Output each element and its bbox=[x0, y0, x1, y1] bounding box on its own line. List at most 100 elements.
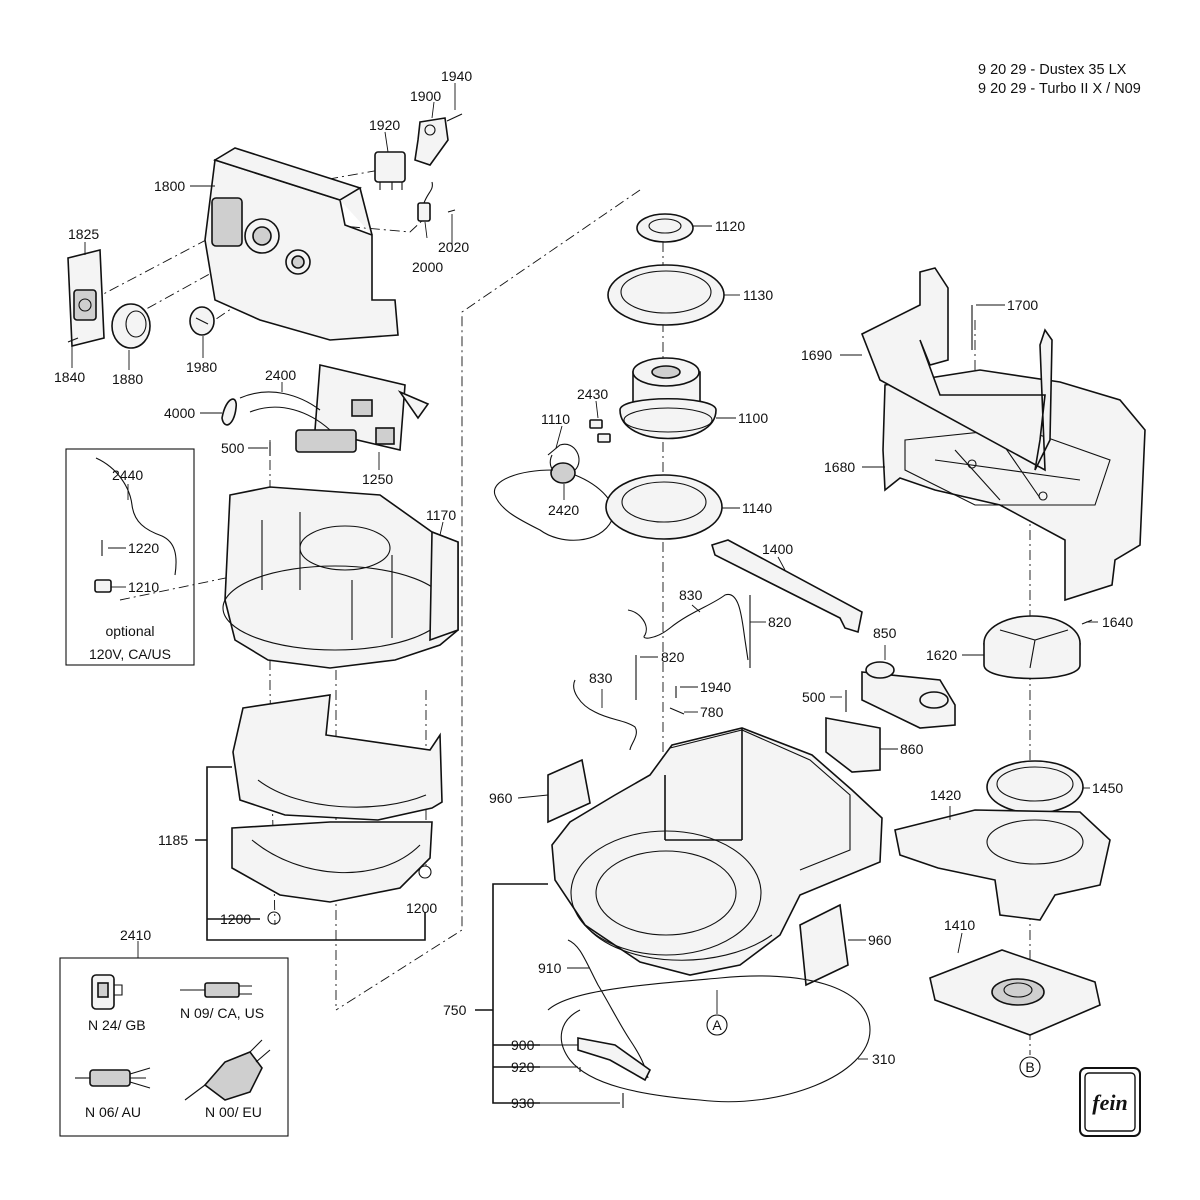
motor-1100[interactable] bbox=[619, 357, 717, 440]
callout-1410: 1410 bbox=[944, 917, 975, 933]
brand-logo-text: fein bbox=[1092, 1090, 1127, 1115]
gasket-set-1185[interactable] bbox=[231, 694, 443, 925]
tank-housing-750[interactable] bbox=[551, 727, 883, 976]
base-plate-1410[interactable] bbox=[929, 949, 1101, 1036]
motor-ring-1130[interactable] bbox=[607, 264, 725, 326]
callout-1920: 1920 bbox=[369, 117, 400, 133]
screw-2020[interactable] bbox=[447, 209, 456, 213]
brand-logo: fein bbox=[1079, 1067, 1141, 1137]
wire-830-upper[interactable] bbox=[627, 594, 749, 661]
callout-1825: 1825 bbox=[68, 226, 99, 242]
callout-830-lower: 830 bbox=[589, 670, 613, 686]
filter-cover-1620[interactable] bbox=[983, 615, 1081, 680]
socket-flap-1825[interactable] bbox=[67, 248, 105, 348]
screw-1840[interactable] bbox=[67, 337, 79, 343]
knob-1880[interactable] bbox=[111, 303, 151, 349]
callout-1140: 1140 bbox=[742, 500, 772, 516]
callout-1210: 1210 bbox=[128, 579, 159, 595]
sensor-2000[interactable] bbox=[417, 181, 433, 222]
callout-2400: 2400 bbox=[265, 367, 296, 383]
plug-eu-label: N 00/ EU bbox=[205, 1104, 262, 1120]
callout-850: 850 bbox=[873, 625, 897, 641]
callout-780: 780 bbox=[700, 704, 724, 720]
callout-1130: 1130 bbox=[743, 287, 773, 303]
clamp-780[interactable] bbox=[669, 707, 685, 715]
control-board-1250[interactable] bbox=[295, 364, 430, 453]
callout-900: 900 bbox=[511, 1037, 535, 1053]
control-panel-cover-1800[interactable] bbox=[204, 147, 399, 341]
seal-ring-1450[interactable] bbox=[986, 760, 1084, 814]
cable-310[interactable] bbox=[547, 975, 871, 1103]
callout-930: 930 bbox=[511, 1095, 535, 1111]
bracket-750 bbox=[492, 883, 548, 1104]
bracket-900[interactable] bbox=[577, 1037, 652, 1082]
callout-310: 310 bbox=[872, 1051, 896, 1067]
callout-2000: 2000 bbox=[412, 259, 443, 275]
callout-2430: 2430 bbox=[577, 386, 608, 402]
terminal-1210[interactable] bbox=[94, 579, 112, 593]
plug-au[interactable] bbox=[75, 1067, 151, 1089]
callout-820-left: 820 bbox=[661, 649, 685, 665]
plug-gb[interactable] bbox=[91, 974, 123, 1010]
bracket-1185-leaders bbox=[195, 839, 260, 920]
callout-1800: 1800 bbox=[154, 178, 185, 194]
callout-2020: 2020 bbox=[438, 239, 469, 255]
holder-850[interactable] bbox=[861, 661, 956, 729]
latch-960-left[interactable] bbox=[547, 758, 591, 824]
callout-1100: 1100 bbox=[738, 410, 768, 426]
optional-parts-box bbox=[65, 448, 195, 666]
callout-1880: 1880 bbox=[112, 371, 143, 387]
callout-960-left: 960 bbox=[489, 790, 513, 806]
callout-1200-left: 1200 bbox=[220, 911, 251, 927]
callout-1200-right: 1200 bbox=[406, 900, 437, 916]
plug-gb-label: N 24/ GB bbox=[88, 1017, 146, 1033]
base-frame-1420[interactable] bbox=[894, 809, 1111, 921]
optional-note-line-1: optional bbox=[105, 623, 154, 639]
callout-910: 910 bbox=[538, 960, 562, 976]
callout-960-right: 960 bbox=[868, 932, 892, 948]
carbon-brushes-2430[interactable] bbox=[589, 419, 611, 443]
plug-variants-box bbox=[59, 957, 289, 1137]
callout-1170: 1170 bbox=[426, 507, 456, 523]
callout-2440: 2440 bbox=[112, 467, 143, 483]
callout-1620: 1620 bbox=[926, 647, 957, 663]
switch-bracket-1900[interactable] bbox=[414, 117, 449, 166]
leader-lines bbox=[71, 83, 1098, 1104]
screw-1940-top[interactable] bbox=[446, 113, 463, 122]
callout-1640: 1640 bbox=[1102, 614, 1133, 630]
plug-au-label: N 06/ AU bbox=[85, 1104, 141, 1120]
switch-1920[interactable] bbox=[374, 151, 406, 190]
cable-clip-4000[interactable] bbox=[221, 398, 237, 426]
seal-ring-1120[interactable] bbox=[636, 213, 694, 243]
callout-1690: 1690 bbox=[801, 347, 832, 363]
callout-2420: 2420 bbox=[548, 502, 579, 518]
handle-1690[interactable] bbox=[860, 267, 1053, 472]
strip-1400[interactable] bbox=[711, 539, 863, 634]
callout-1250: 1250 bbox=[362, 471, 393, 487]
callout-500-top: 500 bbox=[221, 440, 245, 456]
optional-note-line-2: 120V, CA/US bbox=[89, 646, 171, 662]
seal-ring-1140[interactable] bbox=[605, 474, 723, 540]
callout-1450: 1450 bbox=[1092, 780, 1123, 796]
wire-830-lower[interactable] bbox=[573, 679, 637, 751]
callout-2410: 2410 bbox=[120, 927, 151, 943]
earth-wire-2440[interactable] bbox=[95, 457, 177, 576]
plug-eu[interactable] bbox=[184, 1039, 271, 1101]
motor-housing-1170[interactable] bbox=[222, 486, 459, 669]
callout-820-right: 820 bbox=[768, 614, 792, 630]
callout-1110: 1110 bbox=[541, 411, 570, 427]
plug-ca-us-label: N 09/ CA, US bbox=[180, 1005, 264, 1021]
callout-1900: 1900 bbox=[410, 88, 441, 104]
callout-750: 750 bbox=[443, 1002, 467, 1018]
marker-a-circle bbox=[706, 1014, 728, 1036]
marker-a: A bbox=[712, 1017, 722, 1033]
wire-910[interactable] bbox=[567, 939, 649, 1079]
wire-harness-2400[interactable] bbox=[239, 391, 331, 431]
holder-860[interactable] bbox=[825, 717, 881, 773]
callout-1220: 1220 bbox=[128, 540, 159, 556]
latch-960-right[interactable] bbox=[799, 903, 849, 987]
knob-1980[interactable] bbox=[189, 306, 215, 336]
plug-ca-us[interactable] bbox=[180, 982, 252, 998]
callout-1420: 1420 bbox=[930, 787, 961, 803]
